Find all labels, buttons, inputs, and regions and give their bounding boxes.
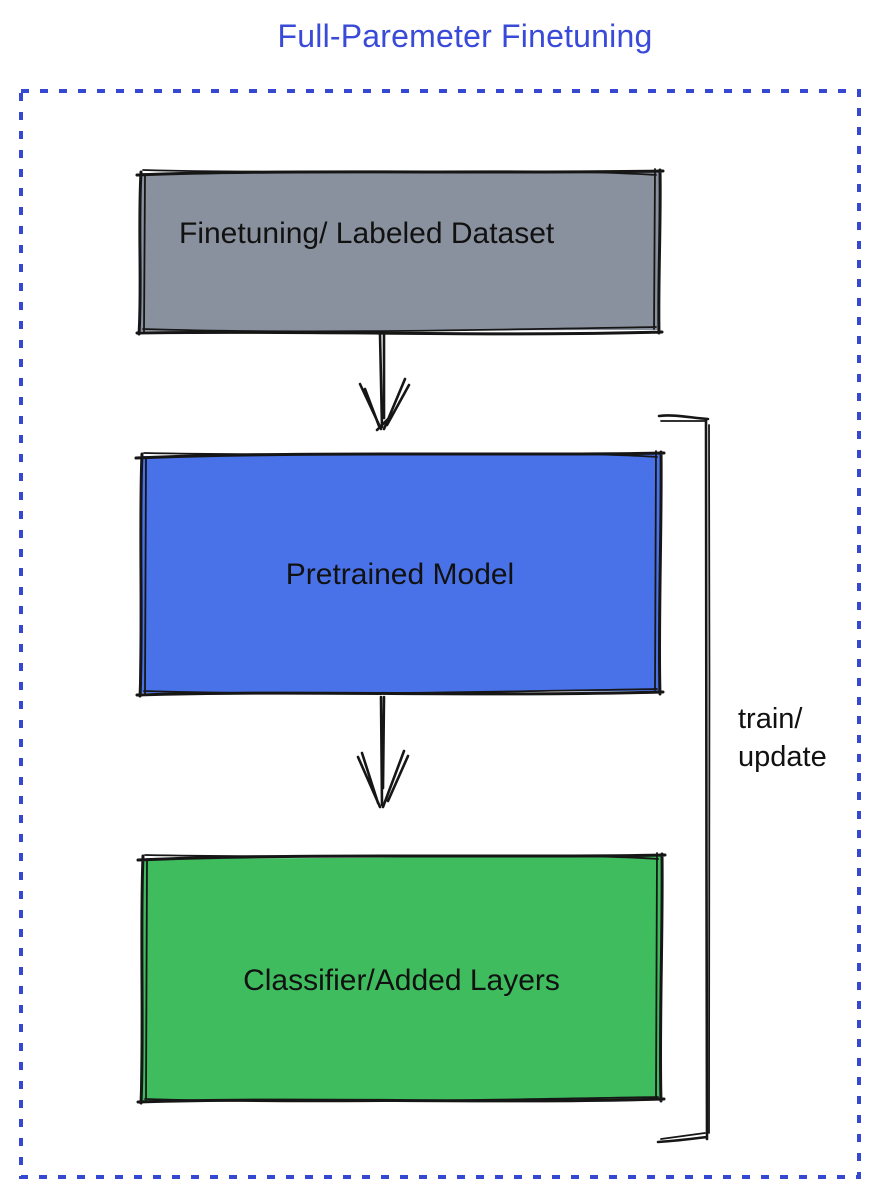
pretrained-model-label: Pretrained Model: [285, 558, 515, 591]
dashed-border-frame: [19, 89, 861, 1179]
classifier-box-border-sketch: [144, 852, 659, 1103]
down-arrow-head: [358, 377, 411, 432]
bracket-label-line1: train/: [738, 703, 803, 735]
down-arrow-model-to-classifier: [356, 695, 410, 809]
bracket-line-sketch: [660, 420, 711, 1140]
down-arrow-head: [356, 749, 410, 809]
down-arrow-dataset-to-model: [358, 332, 411, 432]
bracket-label: train/ update: [738, 700, 827, 776]
down-arrow-shaft: [378, 332, 386, 429]
classifier-box-fill: [140, 856, 662, 1101]
train-update-bracket: [656, 414, 711, 1144]
pretrained-model-box-border-sketch: [143, 450, 658, 695]
diagram-title: Full-Paremeter Finetuning: [277, 18, 653, 54]
bracket-line: [656, 414, 710, 1144]
pretrained-model-box: [134, 450, 666, 698]
bracket-label-line2: update: [738, 741, 827, 773]
dataset-box-border-sketch: [142, 168, 657, 333]
pretrained-model-box-fill: [139, 453, 661, 693]
classifier-label: Classifier/Added Layers: [243, 964, 560, 997]
down-arrow-shaft: [379, 695, 386, 807]
classifier-box: [136, 852, 667, 1105]
dataset-box-fill: [140, 171, 660, 331]
dataset-box-label: Finetuning/ Labeled Dataset: [179, 217, 555, 250]
dataset-box: [135, 168, 665, 336]
